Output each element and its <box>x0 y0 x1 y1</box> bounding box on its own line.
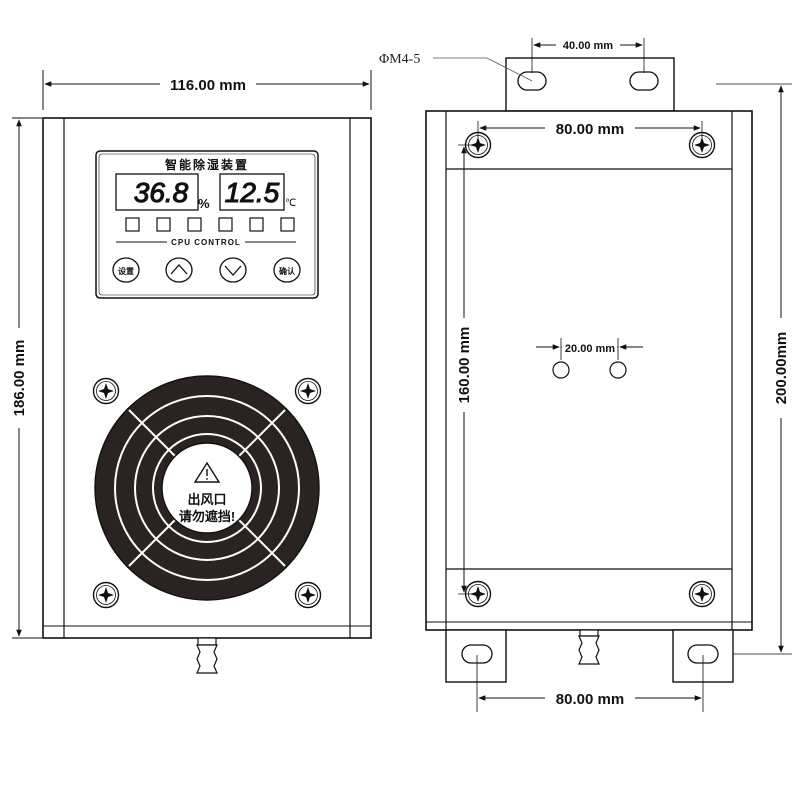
front-width-label: 116.00 mm <box>170 77 246 94</box>
center-hole <box>552 361 570 379</box>
fan-hub <box>161 442 253 534</box>
indicator-row <box>125 217 295 232</box>
confirm-button-label: 确认 <box>279 266 296 276</box>
warning-triangle-icon <box>193 461 221 483</box>
hole-note-leader <box>433 57 533 82</box>
bottom-bracket-dim-label: 80.00 mm <box>556 691 624 708</box>
hole-spec-note: ΦM4-5 <box>379 52 420 67</box>
indicator-square <box>280 217 295 232</box>
set-button[interactable]: 设置 <box>112 257 140 283</box>
temperature-unit: ℃ <box>285 198 296 209</box>
fan-warning-line2: 请勿遮挡! <box>179 509 235 524</box>
screw-icon <box>92 377 120 405</box>
screw-icon <box>294 377 322 405</box>
indicator-square <box>218 217 233 232</box>
bottom-bracket-dimension: 80.00 mm <box>476 655 704 712</box>
slot-hole <box>629 71 659 91</box>
temperature-reading: 12.5 <box>225 177 280 208</box>
confirm-button[interactable]: 确认 <box>273 257 301 283</box>
back-view: ΦM4-5 40.00 mm 80.00 mm <box>379 37 792 712</box>
vertical-holes-dimension: 160.00 mm <box>455 144 478 595</box>
top-bracket-dim-label: 40.00 mm <box>563 40 613 52</box>
fan-warning-line1: 出风口 <box>187 492 226 507</box>
screw-icon <box>92 581 120 609</box>
temperature-display <box>219 173 285 211</box>
screw-icon <box>294 581 322 609</box>
humidity-unit: % <box>198 196 210 211</box>
drain-nozzle-back <box>578 629 600 665</box>
back-housing <box>425 110 753 631</box>
overall-height-dim-label: 200.00mm <box>773 332 790 405</box>
center-holes-dimension: 20.00 mm <box>536 338 643 360</box>
indicator-square <box>125 217 140 232</box>
front-height-label: 186.00 mm <box>11 340 28 417</box>
indicator-square <box>187 217 202 232</box>
up-arrow-icon <box>170 264 188 275</box>
down-arrow-icon <box>224 265 242 276</box>
down-button[interactable] <box>219 257 247 283</box>
top-bracket-dimension: 40.00 mm <box>531 37 645 73</box>
control-panel: 智能除湿装置 36.8 % 12.5 ℃ CPU CONTROL 设置 <box>95 150 319 299</box>
overall-height-dimension: 200.00mm <box>716 83 792 655</box>
front-view: 116.00 mm 186.00 mm 智能除湿装置 36.8 % 12.5 ℃ <box>9 70 372 674</box>
up-button[interactable] <box>165 257 193 283</box>
top-holes-dim-label: 80.00 mm <box>556 121 624 138</box>
screw-icon <box>688 580 716 608</box>
humidity-reading: 36.8 <box>134 177 189 208</box>
panel-title: 智能除湿装置 <box>164 157 249 172</box>
indicator-square <box>249 217 264 232</box>
humidity-display <box>115 173 199 211</box>
center-hole <box>609 361 627 379</box>
front-height-dimension: 186.00 mm <box>9 117 42 639</box>
panel-footer: CPU CONTROL <box>171 238 241 247</box>
vertical-holes-dim-label: 160.00 mm <box>456 327 473 404</box>
drain-nozzle <box>196 637 218 674</box>
set-button-label: 设置 <box>118 266 134 276</box>
front-width-dimension: 116.00 mm <box>42 70 372 110</box>
top-holes-dimension: 80.00 mm <box>477 119 703 150</box>
indicator-square <box>156 217 171 232</box>
center-holes-dim-label: 20.00 mm <box>565 343 615 355</box>
fan-guard: 出风口 请勿遮挡! <box>94 375 320 601</box>
